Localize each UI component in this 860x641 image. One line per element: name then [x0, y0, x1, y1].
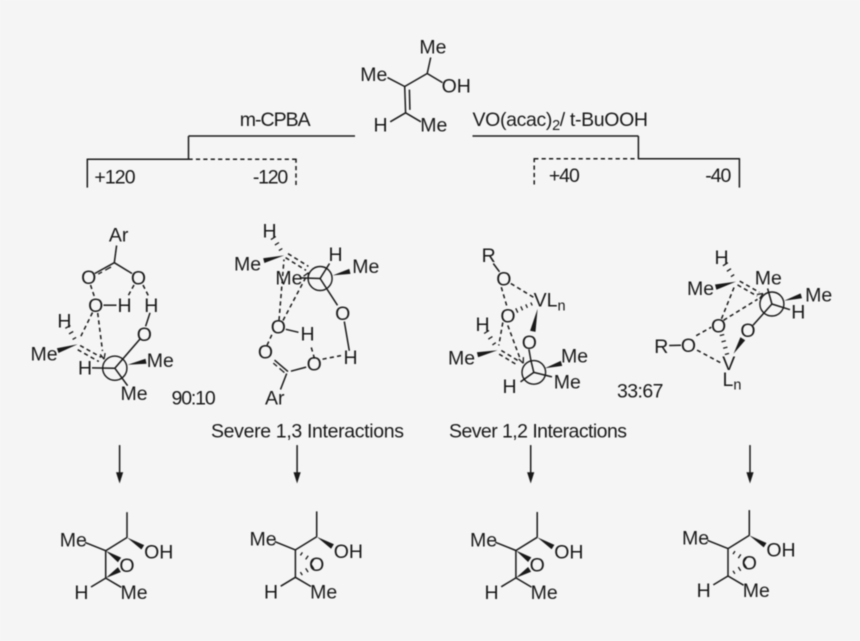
svg-text:H: H — [373, 114, 387, 136]
svg-text:Me: Me — [60, 530, 87, 552]
svg-text:-40: -40 — [705, 165, 731, 187]
svg-text:R: R — [482, 245, 496, 267]
svg-text:H: H — [264, 581, 278, 603]
svg-text:H: H — [74, 582, 88, 604]
svg-text:H: H — [502, 376, 516, 398]
svg-text:Me: Me — [470, 529, 497, 551]
svg-text:O: O — [137, 324, 152, 346]
svg-text:Me: Me — [743, 580, 770, 602]
svg-text:Me: Me — [531, 582, 558, 604]
svg-text:O: O — [530, 555, 545, 577]
svg-text:Ar: Ar — [265, 387, 285, 409]
svg-text:H: H — [300, 324, 314, 346]
svg-text:O: O — [271, 316, 286, 338]
svg-text:Me: Me — [420, 114, 447, 136]
svg-text:O: O — [258, 341, 273, 363]
svg-text:O: O — [335, 303, 350, 325]
svg-text:O: O — [522, 332, 537, 354]
svg-text:Me: Me — [360, 64, 387, 86]
svg-text:Me: Me — [561, 345, 588, 367]
svg-text:-120: -120 — [253, 166, 288, 188]
svg-text:O: O — [496, 269, 511, 291]
svg-text:Me: Me — [805, 284, 832, 306]
svg-text:O: O — [740, 320, 755, 342]
svg-text:O: O — [500, 305, 515, 327]
svg-text:O: O — [88, 295, 103, 317]
svg-text:OH: OH — [554, 542, 583, 564]
svg-text:H: H — [485, 582, 499, 604]
svg-text:H: H — [262, 221, 276, 243]
svg-text:O: O — [681, 335, 696, 357]
svg-text:OH: OH — [442, 76, 471, 98]
svg-text:Me: Me — [448, 347, 475, 369]
svg-text:Me: Me — [682, 527, 709, 549]
svg-text:H: H — [791, 302, 805, 324]
svg-text:Me: Me — [755, 268, 782, 290]
svg-text:Me: Me — [234, 253, 261, 275]
svg-text:+120: +120 — [94, 166, 135, 188]
svg-text:H: H — [715, 247, 729, 269]
svg-text:Me: Me — [687, 278, 714, 300]
svg-text:V: V — [722, 353, 735, 375]
svg-text:Me: Me — [419, 36, 446, 58]
svg-text:Me: Me — [352, 256, 379, 278]
svg-text:OH: OH — [766, 540, 795, 562]
svg-text:VO(acac)2/ t-BuOOH: VO(acac)2/ t-BuOOH — [473, 109, 648, 134]
svg-text:Me: Me — [120, 383, 147, 405]
svg-text:Me: Me — [120, 582, 147, 604]
svg-text:Me: Me — [275, 268, 302, 290]
svg-text:OH: OH — [144, 542, 173, 564]
svg-text:H: H — [328, 244, 342, 266]
svg-text:Severe 1,3 Interactions: Severe 1,3 Interactions — [211, 421, 404, 443]
svg-text:O: O — [119, 555, 134, 577]
svg-text:H: H — [57, 310, 71, 332]
svg-text:O: O — [81, 267, 96, 289]
svg-text:R: R — [654, 336, 668, 358]
svg-text:H: H — [144, 295, 158, 317]
svg-text:H: H — [475, 314, 489, 336]
svg-text:O: O — [307, 353, 322, 375]
svg-text:OH: OH — [334, 541, 363, 563]
svg-text:33:67: 33:67 — [617, 380, 664, 402]
svg-text:O: O — [711, 315, 726, 337]
svg-text:m-CPBA: m-CPBA — [240, 109, 311, 131]
svg-text:Ar: Ar — [109, 225, 129, 247]
svg-text:H: H — [697, 580, 711, 602]
svg-text:Me: Me — [30, 343, 57, 365]
svg-text:90:10: 90:10 — [172, 388, 216, 410]
svg-text:O: O — [131, 267, 146, 289]
svg-text:Sever 1,2 Interactions: Sever 1,2 Interactions — [449, 421, 627, 443]
svg-text:Me: Me — [147, 350, 174, 372]
svg-text:Me: Me — [249, 529, 276, 551]
svg-text:Me: Me — [310, 581, 337, 603]
svg-text:H: H — [343, 347, 357, 369]
svg-text:H: H — [78, 357, 92, 379]
svg-text:Me: Me — [554, 371, 581, 393]
svg-text:+40: +40 — [549, 165, 580, 187]
svg-text:H: H — [117, 295, 131, 317]
